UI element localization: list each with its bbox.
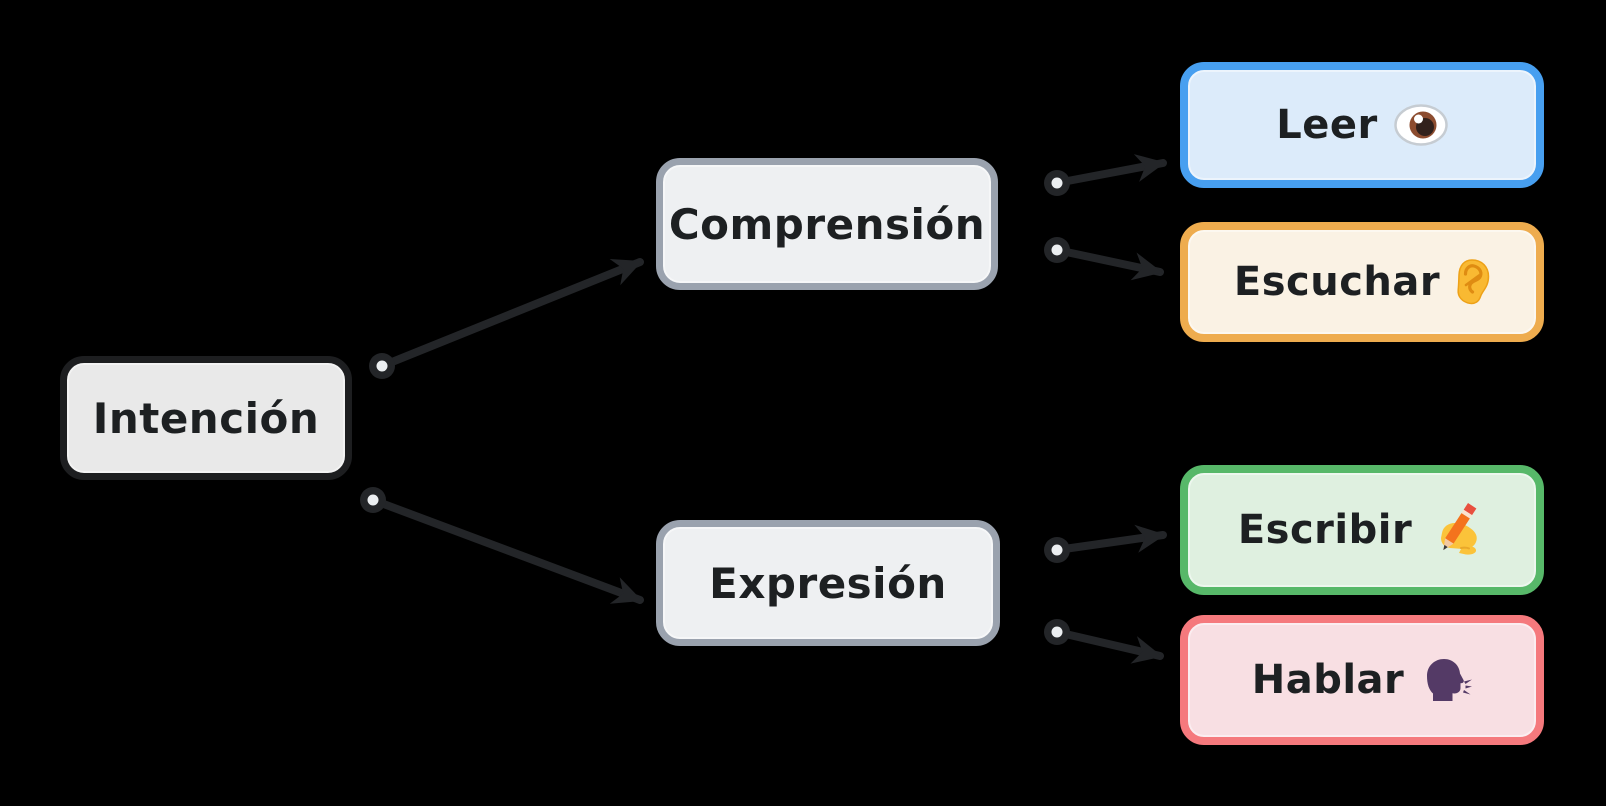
node-intencion[interactable]: Intención bbox=[60, 356, 352, 480]
node-leer[interactable]: Leer bbox=[1180, 62, 1544, 188]
ear-icon bbox=[1456, 258, 1490, 306]
node-hablar[interactable]: Hablar bbox=[1180, 615, 1544, 745]
edge-comprension-to-leer[interactable] bbox=[1044, 154, 1167, 196]
node-label: Leer bbox=[1276, 102, 1378, 148]
node-escuchar[interactable]: Escuchar bbox=[1180, 222, 1544, 342]
speaking-head-icon bbox=[1420, 656, 1473, 704]
node-label: Expresión bbox=[709, 558, 947, 608]
node-comprension[interactable]: Comprensión bbox=[656, 158, 998, 290]
edge-expresion-to-escribir[interactable] bbox=[1044, 524, 1167, 563]
node-label: Comprensión bbox=[668, 199, 986, 249]
eye-icon bbox=[1393, 104, 1448, 146]
node-label: Intención bbox=[92, 393, 320, 443]
writing-hand-icon bbox=[1428, 502, 1486, 558]
node-label: Escuchar bbox=[1233, 259, 1441, 305]
node-label: Hablar bbox=[1251, 657, 1405, 703]
node-expresion[interactable]: Expresión bbox=[656, 520, 1000, 646]
edge-expresion-to-hablar[interactable] bbox=[1044, 619, 1164, 664]
edge-intencion-to-comprension[interactable] bbox=[369, 258, 644, 379]
edge-comprension-to-escuchar[interactable] bbox=[1044, 237, 1164, 281]
node-label: Escribir bbox=[1237, 507, 1413, 553]
edge-intencion-to-expresion[interactable] bbox=[360, 487, 644, 604]
node-escribir[interactable]: Escribir bbox=[1180, 465, 1544, 595]
